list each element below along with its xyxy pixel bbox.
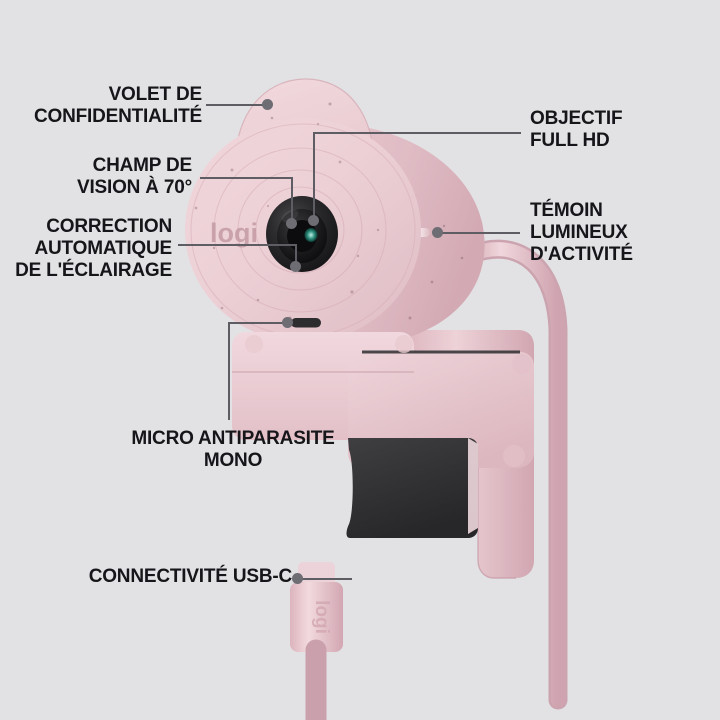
leader-privacy-shutter [206, 104, 268, 106]
callout-privacy-shutter: VOLET DE CONFIDENTIALITÉ [34, 84, 202, 128]
leader-microphone [228, 322, 288, 324]
callout-usb-c-connectivity: CONNECTIVITÉ USB-C [88, 566, 292, 587]
leader-field-of-view-drop [291, 177, 293, 223]
leader-full-hd [313, 132, 521, 134]
mounting-clip [232, 332, 534, 538]
leader-activity-led [438, 232, 520, 234]
callout-activity-led: TÉMOIN LUMINEUX D'ACTIVITÉ [530, 200, 633, 266]
callout-field-of-view: CHAMP DE VISION À 70° [76, 155, 192, 199]
usb-c-connector: logi [290, 562, 343, 720]
usb-c-housing [290, 582, 343, 652]
leader-dot-field-of-view [286, 218, 297, 229]
callout-auto-light-correction: CORRECTION AUTOMATIQUE DE L'ÉCLAIRAGE [15, 216, 172, 282]
rubber-grip-pad [346, 438, 478, 538]
leader-dot-usb-c [292, 573, 303, 584]
usb-c-tip [298, 562, 335, 588]
leader-dot-full-hd [308, 215, 319, 226]
callout-full-hd-lens: OBJECTIF FULL HD [530, 108, 623, 152]
camera-lens [266, 196, 338, 272]
leader-microphone-drop [228, 322, 230, 420]
leader-dot-auto-light [290, 261, 301, 272]
leader-full-hd-drop [313, 132, 315, 223]
leader-dot-activity-led [432, 227, 443, 238]
leader-usb-c [297, 578, 352, 580]
leader-field-of-view [200, 177, 292, 179]
leader-auto-light-drop [295, 244, 297, 266]
logi-wordmark-face: logi [210, 218, 258, 248]
camera-face: logi [185, 118, 421, 342]
leader-dot-privacy-shutter [262, 99, 273, 110]
leader-dot-microphone [282, 317, 293, 328]
lens-glint [304, 228, 318, 242]
logi-wordmark-plug: logi [311, 600, 332, 634]
leader-auto-light [178, 244, 296, 246]
microphone-slot [291, 318, 321, 328]
callout-noise-reducing-mic: MICRO ANTIPARASITE MONO [131, 428, 335, 472]
